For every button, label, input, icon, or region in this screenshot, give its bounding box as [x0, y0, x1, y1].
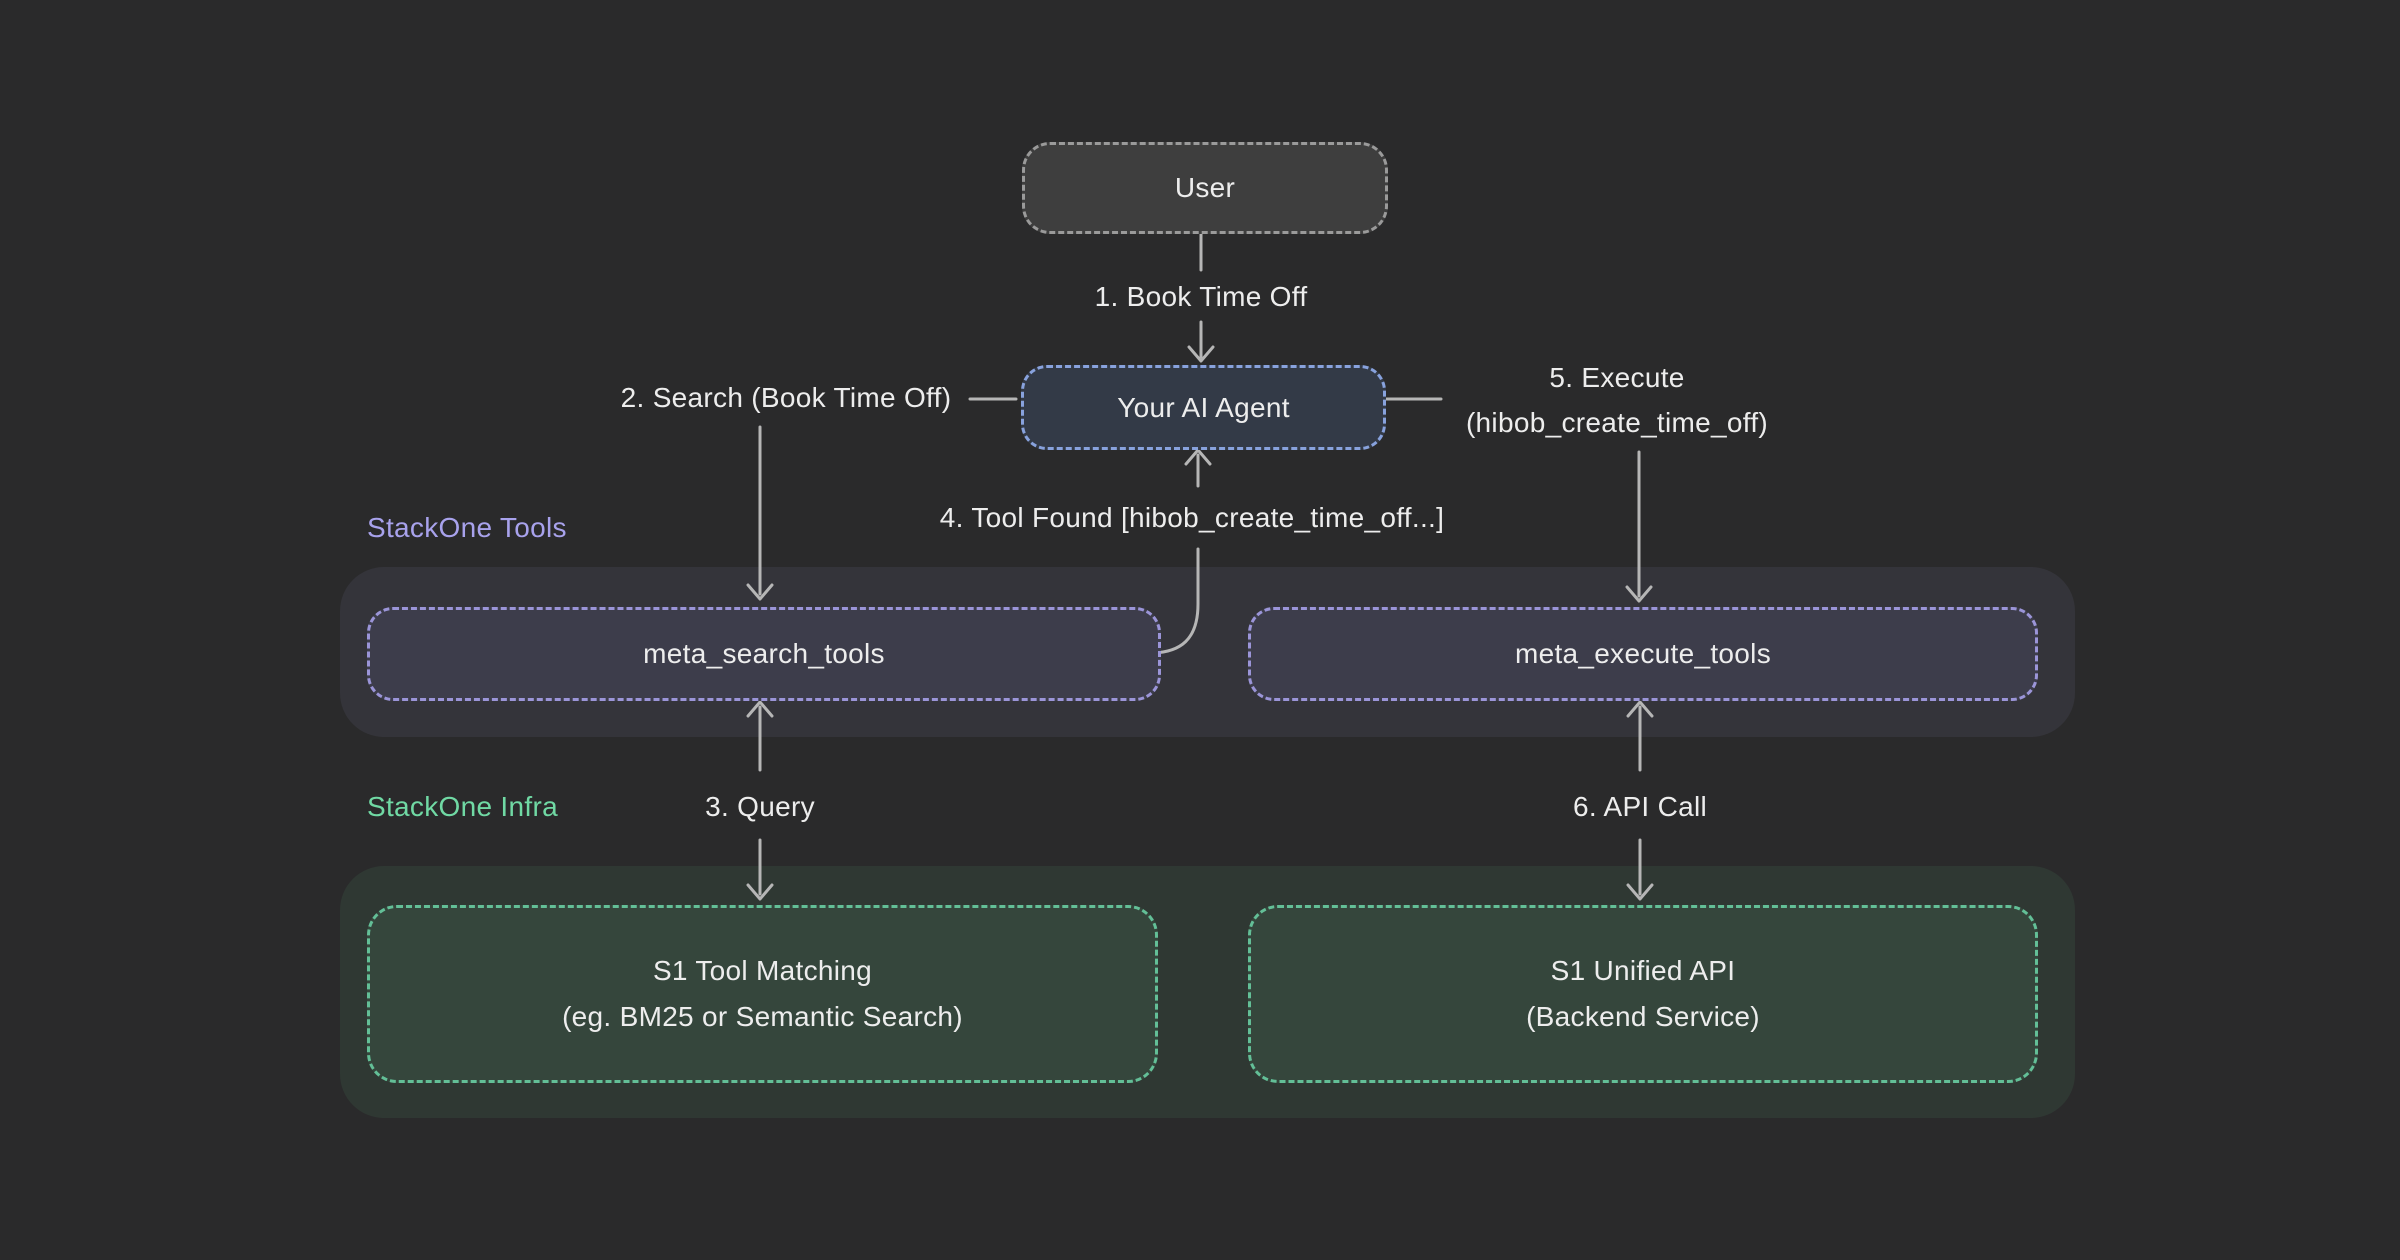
step4-label: 4. Tool Found [hibob_create_time_off...]: [939, 502, 1445, 533]
step5-label-line2: (hibob_create_time_off): [1465, 407, 1769, 438]
s1-unified-api-line1: S1 Unified API: [1550, 955, 1736, 986]
ai-agent-node-label: Your AI Agent: [1117, 391, 1290, 423]
meta-search-tools-label: meta_search_tools: [643, 638, 885, 669]
step5-label: 5. Execute (hibob_create_time_off): [1466, 355, 1768, 445]
arrowhead-down-agent: [1187, 345, 1215, 363]
step6-label: 6. API Call: [1572, 791, 1708, 822]
step1-label: 1. Book Time Off: [1094, 281, 1308, 312]
s1-tool-matching-line1: S1 Tool Matching: [652, 955, 873, 986]
stackone-infra-group-label: StackOne Infra: [367, 791, 558, 822]
meta-execute-tools-node: meta_execute_tools: [1248, 607, 2038, 701]
step3-label: 3. Query: [705, 791, 815, 822]
s1-unified-api-node: S1 Unified API (Backend Service): [1248, 905, 2038, 1083]
meta-search-tools-node: meta_search_tools: [367, 607, 1161, 701]
s1-tool-matching-node: S1 Tool Matching (eg. BM25 or Semantic S…: [367, 905, 1158, 1083]
s1-unified-api-line2: (Backend Service): [1526, 1001, 1760, 1032]
step5-label-line1: 5. Execute: [1549, 362, 1685, 393]
user-node: User: [1022, 142, 1388, 234]
stackone-tools-group-label: StackOne Tools: [367, 512, 567, 543]
edge-step4-to-agent: [1184, 448, 1212, 488]
s1-tool-matching-line2: (eg. BM25 or Semantic Search): [562, 1001, 963, 1032]
user-node-label: User: [1174, 172, 1236, 203]
meta-execute-tools-label: meta_execute_tools: [1514, 638, 1771, 669]
ai-agent-node: Your AI Agent: [1021, 365, 1386, 450]
step2-label: 2. Search (Book Time Off): [620, 382, 952, 413]
